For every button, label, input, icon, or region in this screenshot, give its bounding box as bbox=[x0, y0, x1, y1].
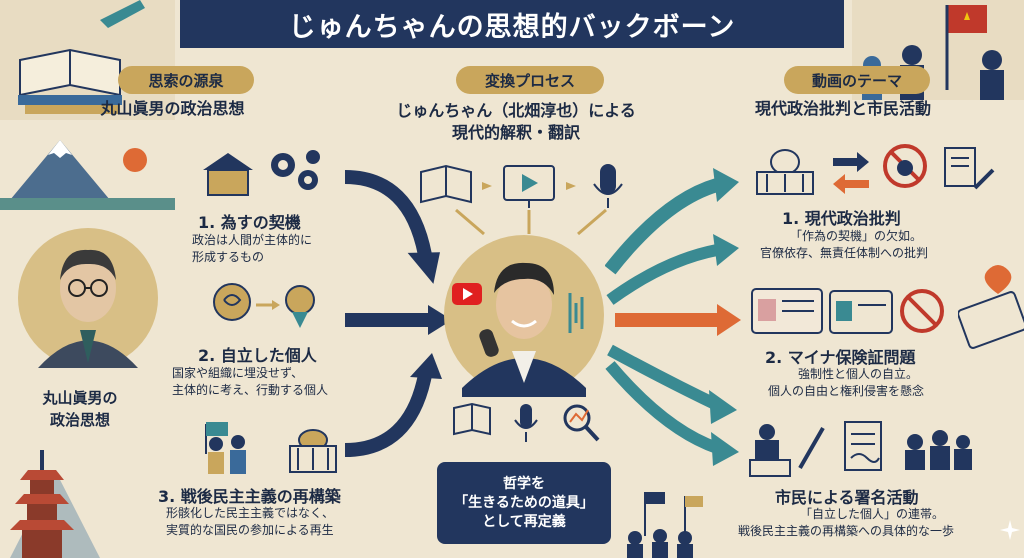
diet-building-money-icon bbox=[756, 144, 995, 195]
center-heading-line2: 現代的解釈・翻訳 bbox=[451, 123, 580, 142]
left-heading: 丸山眞男の政治思想 bbox=[100, 99, 245, 118]
right-heading: 現代政治批判と市民活動 bbox=[754, 99, 931, 118]
left-pill: 思索の源泉 bbox=[118, 66, 254, 94]
left-item-3-desc-2: 実質的な国民の参加による再生 bbox=[166, 523, 334, 537]
right-item-1-title: 1. 現代政治批判 bbox=[782, 209, 901, 228]
mynumber-card-icon bbox=[751, 288, 944, 334]
left-item-2-desc-1: 国家や組織に埋没せず、 bbox=[172, 366, 304, 380]
junchan-portrait bbox=[444, 235, 604, 397]
left-item-3-desc-1: 形骸化した民主主義ではなく、 bbox=[166, 506, 335, 520]
protest-crowd-illustration bbox=[852, 0, 1024, 100]
maruyama-portrait bbox=[18, 228, 158, 368]
id-card-heart-illustration bbox=[958, 265, 1024, 349]
pagoda-illustration bbox=[10, 450, 100, 558]
crowd-flags-icon bbox=[627, 492, 703, 558]
mountain-landscape-illustration bbox=[0, 140, 175, 210]
sparkle-icon bbox=[1000, 520, 1020, 540]
people-capitol-icon bbox=[205, 422, 337, 474]
government-gears-icon bbox=[203, 150, 320, 196]
philosophy-redefinition-box: 哲学を 「生きるための道具」 として再定義 bbox=[437, 462, 611, 544]
portrait-caption-line2: 政治思想 bbox=[49, 411, 110, 429]
right-item-3-title: 市民による署名活動 bbox=[775, 488, 919, 507]
books-illustration bbox=[0, 0, 175, 120]
left-item-1-desc-1: 政治は人間が主体的に bbox=[192, 233, 313, 247]
right-item-2-desc-2: 個人の自由と権利侵害を懸念 bbox=[768, 384, 925, 398]
right-item-3-desc-2: 戦後民主主義の再構築への具体的な一歩 bbox=[738, 524, 955, 538]
left-item-1-desc-2: 形成するもの bbox=[192, 250, 265, 264]
right-item-3-desc-1: 「自立した個人」の連帯。 bbox=[800, 507, 945, 521]
output-arrows bbox=[605, 168, 741, 466]
center-pill: 変換プロセス bbox=[456, 66, 604, 94]
center-box-line3: として再定義 bbox=[482, 513, 566, 530]
right-item-2-desc-1: 強制性と個人の自立。 bbox=[798, 367, 919, 381]
brain-medal-icon bbox=[213, 283, 315, 328]
input-arrows bbox=[344, 170, 452, 457]
left-item-1-title: 1. 為すの契機 bbox=[198, 213, 301, 232]
center-box-line1: 哲学を bbox=[503, 475, 545, 492]
right-pill: 動画のテーマ bbox=[784, 66, 930, 94]
page-title: じゅんちゃんの思想的バックボーン bbox=[180, 0, 844, 48]
right-item-2-title: 2. マイナ保険証問題 bbox=[765, 348, 916, 367]
right-item-1-desc-2: 官僚依存、無責任体制への批判 bbox=[760, 246, 929, 260]
book-mic-magnifier-icons bbox=[453, 402, 600, 442]
signing-people-icon bbox=[749, 421, 972, 477]
right-item-1-desc-1: 「作為の契機」の欠如。 bbox=[790, 229, 923, 243]
center-heading-line1: じゅんちゃん（北畑淳也）による bbox=[396, 101, 636, 120]
center-box-line2: 「生きるための道具」 bbox=[454, 494, 594, 511]
left-item-3-title: 3. 戦後民主主義の再構築 bbox=[158, 487, 341, 506]
left-item-2-title: 2. 自立した個人 bbox=[198, 346, 317, 365]
book-video-mic-icons bbox=[420, 164, 623, 236]
left-item-2-desc-2: 主体的に考え、行動する個人 bbox=[172, 383, 329, 397]
portrait-caption-line1: 丸山眞男の bbox=[42, 389, 118, 407]
